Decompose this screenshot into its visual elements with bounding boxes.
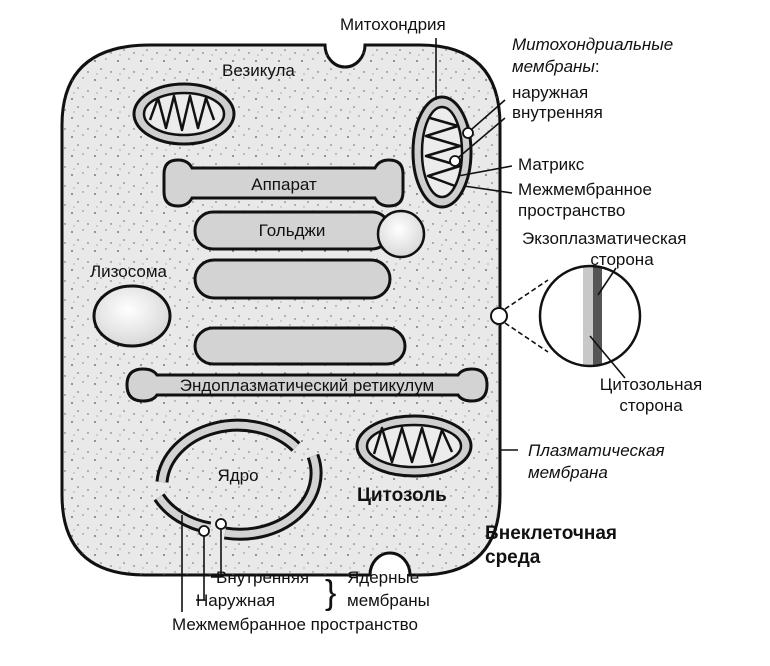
nuclear-leaders [181,515,227,612]
label-plasma-2: мембрана [528,463,608,482]
label-intermembrane-2: пространство [518,201,625,220]
label-exo-2: сторона [590,250,654,269]
label-er: Эндоплазматический ретикулум [180,376,434,395]
nuclear-brace: } [325,574,336,612]
label-golgi-2: Гольджи [259,221,326,240]
mitochondria-leaders [435,38,513,194]
lysosome [92,284,172,348]
label-extracellular-1: Внеклеточная [485,523,617,544]
membrane-magnifier [490,264,642,379]
label-lysosome: Лизосома [90,262,168,281]
endoplasmic-reticulum [125,326,489,403]
mitochondrion-right [411,95,473,209]
label-mito-membranes-2: мембраны: [512,57,600,76]
label-intermembrane-1: Межмембранное [518,180,652,199]
label-matrix: Матрикс [518,155,585,174]
label-golgi-1: Аппарат [251,175,317,194]
label-nuclear-1: Ядерные [347,568,419,587]
label-mitochondria: Митохондрия [340,15,446,34]
label-nuc-outer: Наружная [196,591,275,610]
label-cyto-1: Цитозольная [600,375,702,394]
label-mito-membranes: Митохондриальные [512,35,673,54]
label-cyto-2: сторона [619,396,683,415]
mitochondrion-top-left [132,82,236,146]
label-nuc-intermembrane: Межмембранное пространство [172,615,418,634]
label-plasma-1: Плазматическая [528,441,665,460]
label-nuc-inner: Внутренняя [216,568,309,587]
nuclear-envelope [153,418,323,541]
label-mito-outer: наружная [512,83,588,102]
label-nuclear-2: мембраны [347,591,430,610]
mitochondrion-bottom [355,414,473,478]
label-extracellular-2: среда [485,547,541,568]
label-exo-1: Экзоплазматическая [522,229,686,248]
label-vesicle: Везикула [222,61,295,80]
label-mito-inner: внутренняя [512,103,603,122]
vesicle [376,209,426,259]
label-cytosol: Цитозоль [357,485,447,506]
label-nucleus: Ядро [217,466,258,485]
golgi-apparatus [162,158,405,300]
